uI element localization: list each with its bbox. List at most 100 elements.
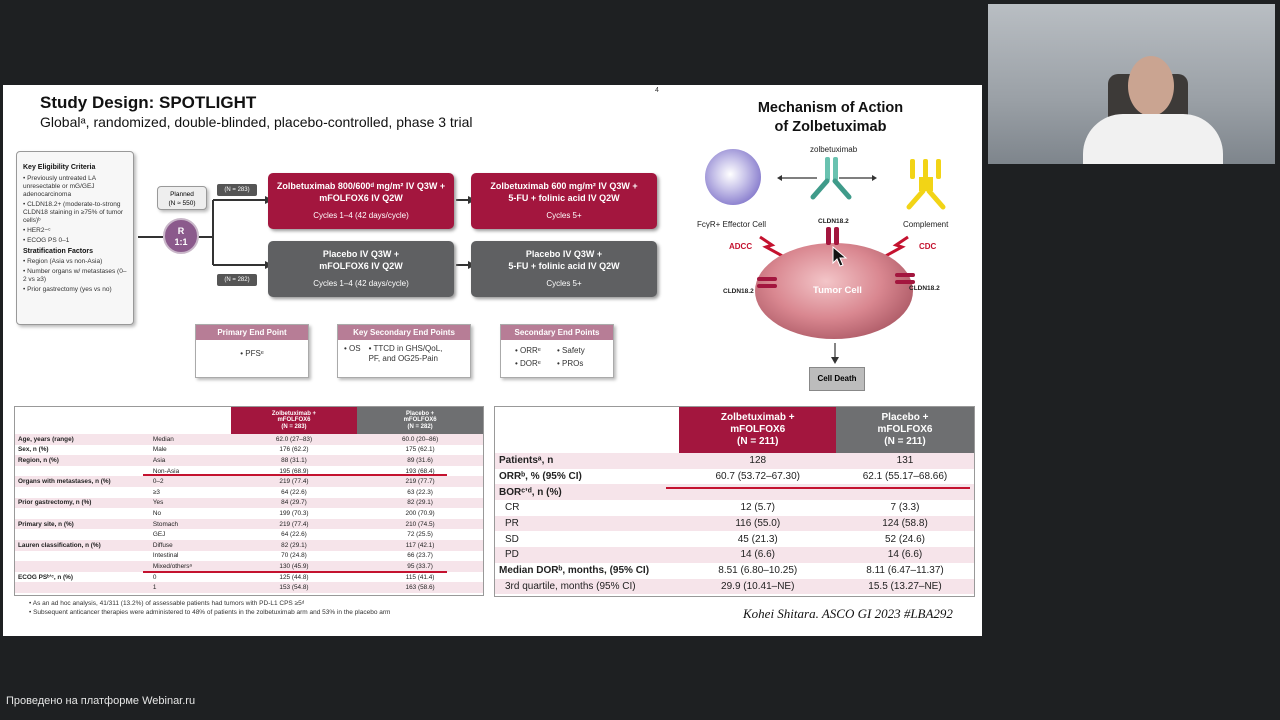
row-sublabel: Intestinal <box>152 552 179 560</box>
highlight-underline <box>666 487 970 489</box>
effector-cell-icon <box>705 149 761 205</box>
citation: Kohei Shitara. ASCO GI 2023 #LBA292 <box>743 606 953 621</box>
eligibility-item: • HER2−ᶜ <box>23 227 51 234</box>
row-label <box>15 508 150 519</box>
placebo-value: 62.1 (55.17–68.66) <box>862 471 948 483</box>
zolbe-value: 88 (31.1) <box>230 455 358 466</box>
primary-endpoint-item: • PFSᵉ <box>240 349 264 358</box>
baseline-col-zolbe: Zolbetuximab +mFOLFOX6(N = 283) <box>230 407 358 434</box>
key-secondary-endpoint-box: Key Secondary End Points • OS • TTCD in … <box>337 324 471 378</box>
key-secondary-heading: Key Secondary End Points <box>338 325 470 340</box>
mouse-cursor-icon <box>832 246 848 267</box>
row-label: Region, n (%) <box>15 455 150 466</box>
placebo-value: 60.0 (20–86) <box>357 434 483 445</box>
secondary-endpoint-box: Secondary End Points • ORRᵉ • Safety • D… <box>500 324 614 378</box>
highlight-underline <box>143 474 447 476</box>
zolbe-value: 125 (44.8) <box>279 573 309 581</box>
placebo-value: 7 (3.3) <box>890 502 920 514</box>
table-row: ORRᵇ, % (95% CI) 60.7 (53.72–67.30) 62.1 (… <box>495 469 974 485</box>
strat-item: • Region (Asia vs non-Asia) <box>23 258 103 265</box>
cldn-top-label: CLDN18.2 <box>818 218 849 225</box>
arm-line: Zolbetuximab 600 mg/m² IV Q3W + <box>490 181 638 191</box>
complement-icon <box>906 159 946 210</box>
highlight-underline <box>143 571 447 573</box>
primary-endpoint-heading: Primary End Point <box>196 325 308 340</box>
placebo-value: 8.11 (6.47–11.37) <box>866 565 944 577</box>
strat-item: • Prior gastrectomy (yes vs no) <box>23 286 112 293</box>
tumor-label: Tumor Cell <box>813 285 862 296</box>
speaker-head <box>1128 56 1174 116</box>
zolbe-value: 8.51 (6.80–10.25) <box>718 565 798 577</box>
secondary-item: • DORᵉ <box>515 359 541 368</box>
row-sublabel: Non-Asia <box>152 467 180 475</box>
placebo-value: 115 (41.4) <box>405 573 435 581</box>
row-sublabel: Yes <box>149 497 231 509</box>
row-label: Prior gastrectomy, n (%) <box>15 497 150 509</box>
arm-line: mFOLFOX6 IV Q2W <box>319 261 403 271</box>
row-label: ORRᵇ, % (95% CI) <box>499 471 582 483</box>
presentation-slide: 4 Study Design: SPOTLIGHT Globalᵃ, rando… <box>3 85 982 636</box>
arm-zolbe-cycles-5: Zolbetuximab 600 mg/m² IV Q3W + 5-FU + f… <box>471 173 657 229</box>
secondary-item: • PROs <box>557 359 584 368</box>
footnote: • Subsequent anticancer therapies were a… <box>29 609 391 616</box>
zolbe-value: 60.7 (53.72–67.30) <box>715 471 800 483</box>
zolbe-value: 14 (6.6) <box>679 547 836 563</box>
zolbe-value: 62.0 (27–83) <box>230 434 358 445</box>
row-label: Lauren classification, n (%) <box>15 539 150 551</box>
row-sublabel: Mixed/othersᵃ <box>149 561 231 572</box>
placebo-value: 52 (24.6) <box>884 533 926 545</box>
placebo-value: 210 (74.5) <box>357 518 483 530</box>
placebo-value: 193 (68.4) <box>405 467 435 475</box>
moa-title: Mechanism of Action of Zolbetuximab <box>723 99 938 137</box>
webcam-video[interactable] <box>988 4 1275 164</box>
response-table-frame: Zolbetuximab +mFOLFOX6(N = 211) Placebo … <box>494 406 975 597</box>
row-sublabel: Male <box>152 446 167 454</box>
footnote: • As an ad hoc analysis, 41/311 (13.2%) … <box>29 600 305 607</box>
footnotes: • As an ad hoc analysis, 41/311 (13.2%) … <box>29 599 390 617</box>
moa-title-line: Mechanism of Action <box>757 100 904 116</box>
placebo-value: 95 (33.7) <box>357 561 483 572</box>
zolbe-value: 45 (21.3) <box>737 533 778 545</box>
key-secondary-item: • TTCD in GHS/QoL, PF, and OG25-Pain <box>368 344 443 363</box>
row-label <box>15 582 150 593</box>
n-placebo-badge: (N = 282) <box>217 274 257 286</box>
row-label <box>15 529 150 540</box>
effector-label: FcγR+ Effector Cell <box>697 220 766 229</box>
attack-arrows <box>759 235 909 261</box>
response-col-placebo: Placebo +mFOLFOX6(N = 211) <box>836 407 974 453</box>
row-label: PD <box>495 547 680 563</box>
planned-label: Planned <box>170 191 194 198</box>
stratification-heading: Stratification Factors <box>23 248 94 255</box>
primary-endpoint-box: Primary End Point • PFSᵉ <box>195 324 309 378</box>
arm-cycles: Cycles 5+ <box>546 211 582 220</box>
zolbe-value: 84 (29.7) <box>230 497 358 509</box>
row-sublabel: 0 <box>152 573 157 581</box>
row-sublabel: GEJ <box>152 531 166 539</box>
table-row: 3rd quartile, months (95% CI)29.9 (10.41… <box>495 578 974 595</box>
cldn-receptor-icon <box>895 273 915 284</box>
placebo-value: 82 (29.1) <box>357 497 483 509</box>
complement-label: Complement <box>903 220 949 229</box>
row-label: Median DORᵇ, months, (95% CI) <box>499 565 650 577</box>
zolbe-value: 116 (55.0) <box>679 515 836 532</box>
response-col-zolbe: Zolbetuximab +mFOLFOX6(N = 211) <box>679 407 836 453</box>
strat-item: • Number organs w/ metastases (0–2 vs ≥3… <box>23 268 127 283</box>
moa-title-line: of Zolbetuximab <box>774 119 887 135</box>
row-sublabel: Median <box>149 434 231 445</box>
planned-box: Planned (N ≈ 550) <box>157 186 207 210</box>
arm-cycles: Cycles 1–4 (42 days/cycle) <box>313 279 409 288</box>
arm-placebo-cycles-1-4: Placebo IV Q3W + mFOLFOX6 IV Q2W Cycles … <box>268 241 454 297</box>
zolbe-value: 195 (68.9) <box>279 467 309 475</box>
zolbetuximab-label: zolbetuximab <box>810 145 858 154</box>
speaker-body <box>1083 114 1223 164</box>
